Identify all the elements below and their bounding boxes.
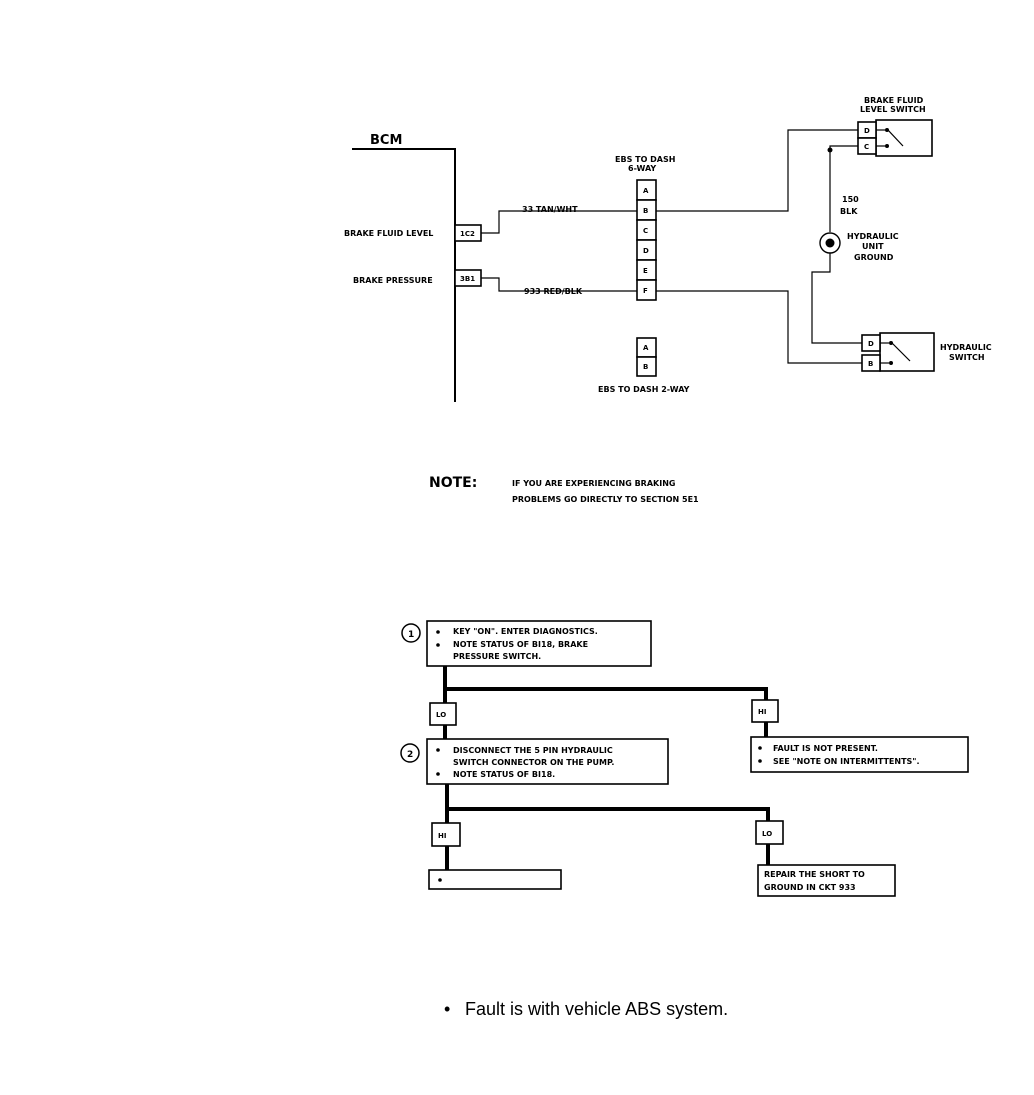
step-bullet	[438, 878, 442, 882]
brake-fluid-level-label: BRAKE FLUID LEVEL	[344, 229, 433, 238]
branch2-hi-label: HI	[438, 832, 446, 840]
hyd-switch-contact	[889, 341, 893, 345]
ebs6-pin-box	[636, 279, 657, 301]
note-label: NOTE:	[429, 475, 477, 491]
step2-line3: NOTE STATUS OF BI18.	[453, 770, 555, 779]
fluid-switch-pin-label: D	[864, 127, 870, 135]
ground-label-line1: HYDRAULIC	[847, 232, 899, 241]
ebs6-pin-label: E	[643, 267, 648, 275]
ebs6-title-line1: EBS TO DASH	[615, 155, 675, 164]
ebs2-connector: A B	[636, 337, 657, 377]
step2-line1: DISCONNECT THE 5 PIN HYDRAULIC	[453, 746, 613, 755]
fluid-switch-body	[875, 119, 933, 157]
hi-result-line1: FAULT IS NOT PRESENT.	[773, 744, 878, 753]
brake-pressure-label: BRAKE PRESSURE	[353, 276, 433, 285]
wire-150	[829, 145, 858, 232]
ebs6-pin-label: A	[643, 187, 649, 195]
repair-line1: REPAIR THE SHORT TO	[764, 870, 865, 879]
step2-line2: SWITCH CONNECTOR ON THE PUMP.	[453, 758, 614, 767]
step1-number-circle	[401, 623, 421, 643]
wire-to-fluid-switch	[656, 129, 858, 212]
ebs2-pin-label: B	[643, 363, 648, 371]
footer-bullet: •	[444, 999, 450, 1019]
wire-933	[481, 277, 637, 292]
bcm-label: BCM	[370, 133, 402, 148]
fluid-switch-title-line2: LEVEL SWITCH	[860, 105, 926, 114]
hyd-switch-label-line1: HYDRAULIC	[940, 343, 992, 352]
branch1-hi-label: HI	[758, 708, 766, 716]
ebs2-pin-label: A	[643, 344, 649, 352]
step1-line3: PRESSURE SWITCH.	[453, 652, 541, 661]
fluid-switch-pin-label: C	[864, 143, 869, 151]
fluid-switch-contact	[885, 144, 889, 148]
wire-933-label: 933 RED/BLK	[524, 287, 583, 296]
step-bullet	[758, 759, 762, 763]
ebs6-connector: A B C D E F	[636, 179, 657, 301]
wire-33	[481, 210, 637, 234]
ebs2-pin-box	[636, 356, 657, 377]
step2-number: 2	[407, 750, 413, 760]
ground-symbol	[825, 238, 835, 248]
step1-line1: KEY "ON". ENTER DIAGNOSTICS.	[453, 627, 598, 636]
wire-150-junction	[827, 147, 833, 153]
branch2-lo-label: LO	[762, 830, 772, 838]
pin-1c2-label: 1C2	[460, 230, 475, 238]
blank-result-box	[428, 869, 562, 890]
footer-note: • Fault is with vehicle ABS system.	[444, 999, 728, 1019]
hyd-switch-label-line2: SWITCH	[949, 353, 985, 362]
ebs6-title-line2: 6-WAY	[628, 164, 656, 173]
wire-33-label: 33 TAN/WHT	[522, 205, 578, 214]
step1-number: 1	[408, 630, 414, 640]
fluid-switch-blade	[887, 129, 904, 147]
ground-label-line3: GROUND	[854, 253, 894, 262]
step-bullet	[436, 643, 440, 647]
note-line2: PROBLEMS GO DIRECTLY TO SECTION 5E1	[512, 495, 699, 504]
hyd-switch-pin-label: D	[868, 340, 874, 348]
step-bullet	[436, 748, 440, 752]
note-line1: IF YOU ARE EXPERIENCING BRAKING	[512, 479, 675, 488]
step-bullet	[758, 746, 762, 750]
step-bullet	[436, 630, 440, 634]
fluid-switch-contact	[885, 128, 889, 132]
ebs2-label: EBS TO DASH 2-WAY	[598, 385, 690, 394]
ebs6-pin-label: F	[643, 287, 648, 295]
repair-box	[757, 864, 896, 897]
ebs6-pin-label: D	[643, 247, 649, 255]
wire-150-color: BLK	[840, 207, 858, 216]
repair-line2: GROUND IN CKT 933	[764, 883, 856, 892]
wire-to-hydraulic-switch	[656, 290, 862, 364]
hyd-switch-body	[879, 332, 935, 372]
brake-fluid-level-switch: D C	[857, 119, 933, 157]
pin-3b1-label: 3B1	[460, 275, 475, 283]
ground-label-line2: UNIT	[862, 242, 884, 251]
note-block: NOTE: IF YOU ARE EXPERIENCING BRAKING PR…	[429, 475, 699, 504]
branch1-lo-label: LO	[436, 711, 446, 719]
step2-box	[426, 738, 669, 785]
step1-line2: NOTE STATUS OF BI18, BRAKE	[453, 640, 588, 649]
wiring-schematic: BCM BRAKE FLUID LEVEL 1C2 BRAKE PRESSURE…	[344, 96, 992, 402]
wire-150-label: 150	[842, 195, 859, 204]
hyd-switch-blade	[891, 342, 911, 362]
step-bullet	[436, 772, 440, 776]
ebs6-pin-label: C	[643, 227, 648, 235]
hi-result-line2: SEE "NOTE ON INTERMITTENTS".	[773, 757, 920, 766]
footer-text: Fault is with vehicle ABS system.	[465, 999, 728, 1019]
step2-number-circle	[400, 743, 420, 763]
hydraulic-switch: D B	[861, 332, 935, 372]
step1-box	[426, 620, 652, 667]
bcm-outline	[352, 148, 456, 402]
fluid-switch-title-line1: BRAKE FLUID	[864, 96, 924, 105]
hyd-switch-pin-label: B	[868, 360, 873, 368]
hyd-switch-contact	[889, 361, 893, 365]
diagnostic-flowchart: 1 KEY "ON". ENTER DIAGNOSTICS. NOTE STAT…	[400, 620, 969, 897]
wire-to-hydraulic-switch-d	[811, 253, 862, 344]
ebs6-pin-label: B	[643, 207, 648, 215]
hi-result-box	[750, 736, 969, 773]
